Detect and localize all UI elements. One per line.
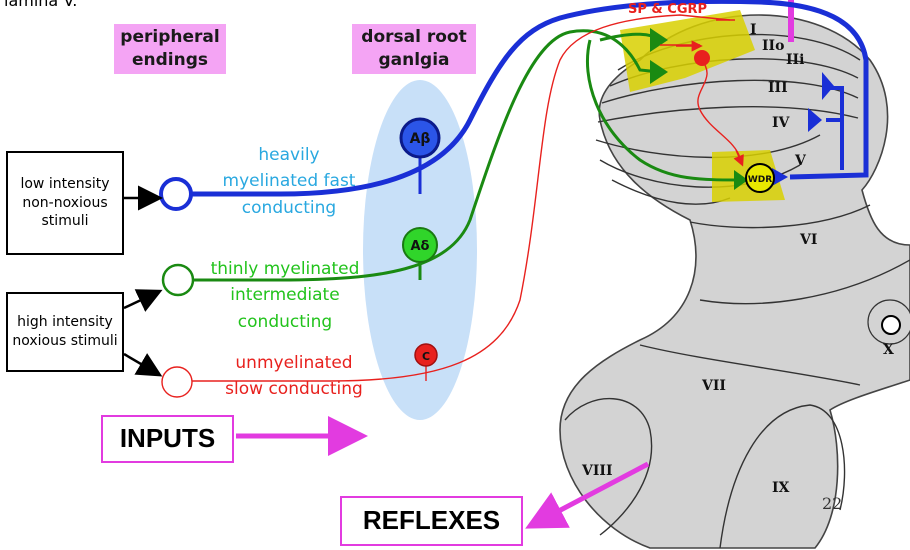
c-arrow-to-wdr [733, 149, 744, 167]
abeta-terminal-3 [772, 168, 788, 186]
wdr-neuron [745, 163, 775, 193]
adelta-description: thinly myelinated intermediate conductin… [210, 259, 360, 332]
abeta-description: heavily myelinated fast conducting [222, 145, 356, 218]
c-interneuron [694, 50, 710, 66]
abeta-terminal-1 [822, 72, 834, 100]
top-fragment: lamina V. [4, 0, 78, 10]
adelta-ganglion-label: Aδ [411, 239, 430, 254]
lamina-v: V [795, 153, 806, 169]
lamina-iio: IIo [762, 38, 785, 54]
adelta-ganglion [402, 227, 438, 263]
lamina-iv: IV [772, 115, 790, 131]
lamina-viii: VIII [582, 463, 613, 479]
adelta-terminal-3 [734, 170, 748, 190]
neurotransmitter-label: SP & CGRP [628, 2, 708, 17]
adelta-terminal-1 [650, 60, 668, 84]
abeta-fiber [192, 0, 869, 197]
high-stim-arrow-down [123, 352, 163, 377]
adelta-fiber [194, 29, 661, 282]
magenta-marker [788, 0, 794, 42]
page-number: 22 [822, 494, 843, 513]
central-canal [881, 315, 901, 335]
abeta-ganglion [399, 117, 441, 159]
c-fiber [192, 14, 731, 382]
adelta-branch-3 [585, 39, 746, 182]
lamina-ix: IX [772, 480, 790, 496]
inputs-box: INPUTS [101, 415, 234, 463]
adelta-terminal-2 [650, 28, 668, 52]
adelta-ending [161, 263, 195, 297]
c-description: unmyelinated slow conducting [225, 353, 363, 400]
gray-matter [559, 14, 910, 549]
reflexes-arrow [525, 461, 650, 529]
abeta-terminal-2 [808, 108, 822, 132]
high-intensity-stimuli-box: high intensity noxious stimuli [6, 292, 124, 372]
lamina-iii-3: III [768, 80, 788, 96]
abeta-ending [159, 177, 193, 211]
lamina-vi: VI [800, 232, 818, 248]
c-ending [161, 366, 193, 398]
high-stim-arrow-up [123, 289, 163, 312]
dorsal-root-ganglia-header: dorsal root ganlgia [352, 24, 476, 74]
c-ganglion [414, 343, 438, 367]
low-intensity-stimuli-box: low intensity non-noxious stimuli [6, 151, 124, 255]
lamina-x: X [883, 342, 894, 358]
c-ganglion-label: C [422, 350, 430, 363]
abeta-ganglion-label: Aβ [410, 131, 431, 147]
c-terminal-arrows [676, 19, 735, 46]
reflexes-box: REFLEXES [340, 496, 523, 546]
lamina-iii: IIi [786, 52, 805, 68]
wdr-label: WDR [748, 175, 772, 185]
lamina-i: I [750, 22, 757, 38]
peripheral-endings-header: peripheral endings [114, 24, 226, 74]
lamina-vii: VII [702, 378, 726, 394]
